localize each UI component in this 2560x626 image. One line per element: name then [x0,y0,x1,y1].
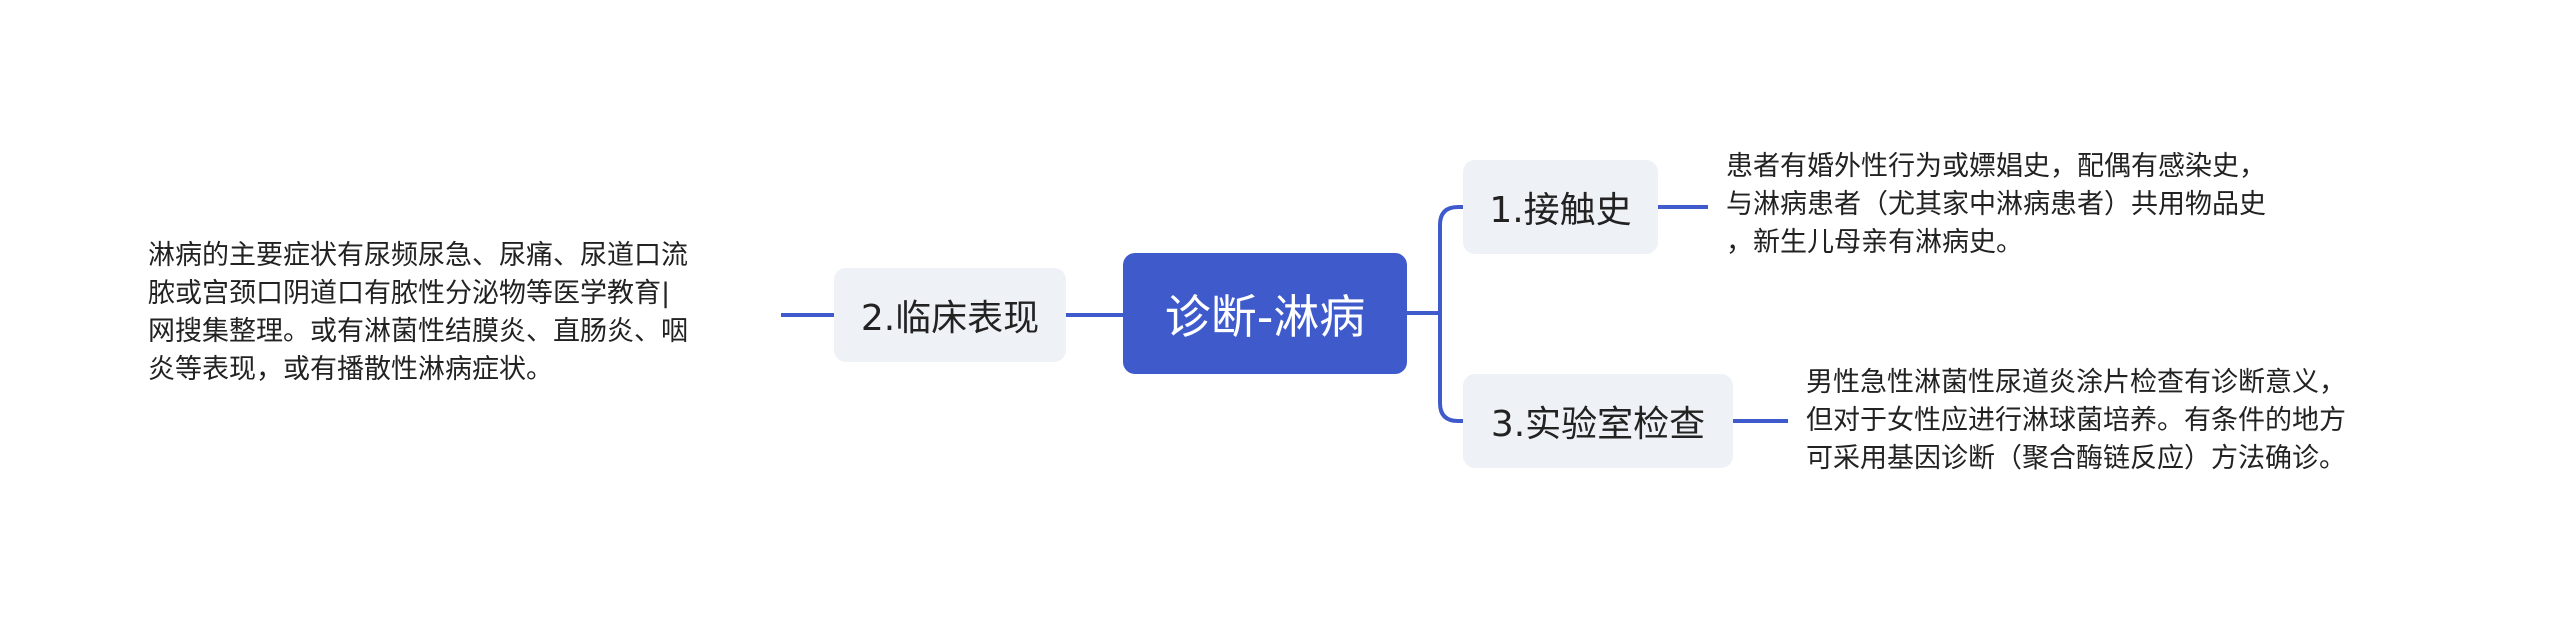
detail-text-lab-tests: 男性急性淋菌性尿道炎涂片检查有诊断意义， 但对于女性应进行淋球菌培养。有条件的地… [1806,367,2346,474]
connector-root-contact [1438,205,1463,313]
detail-text-contact-history: 患者有婚外性行为或嫖娼史，配偶有感染史， 与淋病患者（尤其家中淋病患者）共用物品… [1726,151,2266,258]
root-node[interactable]: 诊断-淋病 [1123,253,1407,374]
branch-node-lab-tests[interactable]: 3.实验室检查 [1463,374,1733,468]
connector-root-lab [1438,313,1463,423]
branch-node-contact-history[interactable]: 1.接触史 [1463,160,1658,254]
root-label: 诊断-淋病 [1164,289,1366,344]
branch-node-clinical-manifestations[interactable]: 2.临床表现 [834,268,1066,362]
branch-label-contact-history: 1.接触史 [1489,190,1632,231]
branch-label-lab-tests: 3.实验室检查 [1490,404,1706,445]
branch-label-clinical-manifestations: 2.临床表现 [860,298,1040,339]
detail-text-clinical-manifestations: 淋病的主要症状有尿频尿急、尿痛、尿道口流 脓或宫颈口阴道口有脓性分泌物等医学教育… [148,240,688,385]
